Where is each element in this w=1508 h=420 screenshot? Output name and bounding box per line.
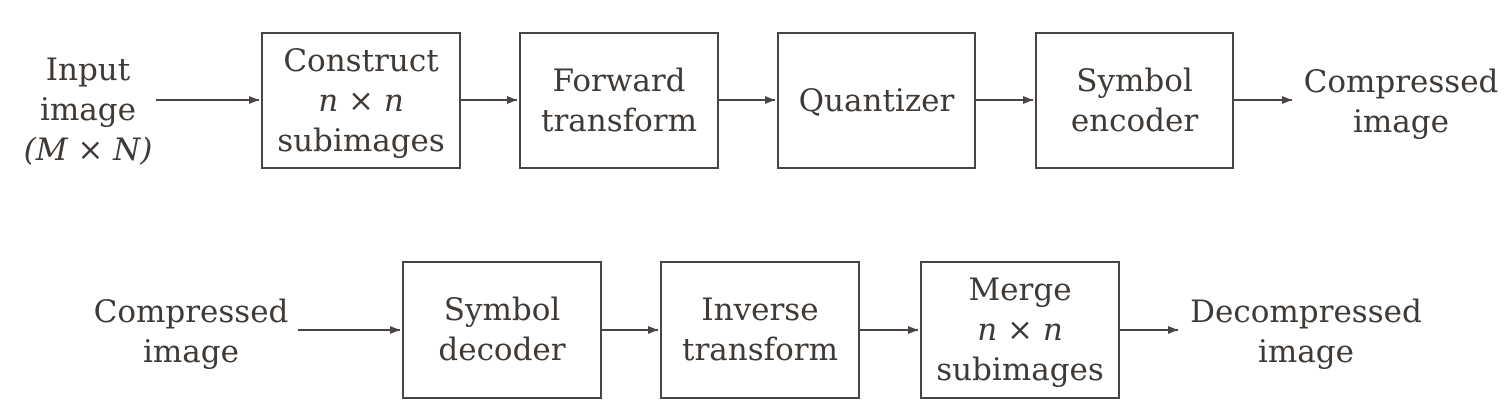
block-line: subimages: [277, 122, 445, 159]
block-line: Forward: [552, 62, 686, 99]
block-line: subimages: [936, 352, 1104, 388]
block-line: transform: [541, 102, 697, 139]
label-line: Compressed: [1303, 64, 1499, 100]
label-line: Decompressed: [1190, 294, 1422, 330]
label-line: image: [143, 334, 239, 370]
symbol-decoder-block: Symbol decoder: [402, 261, 602, 399]
forward-transform-block: Forward transform: [519, 32, 719, 169]
merge-subimages-block: Merge n × n subimages: [920, 261, 1120, 399]
block-line: Symbol: [1076, 62, 1193, 99]
block-line: n × n: [977, 312, 1063, 348]
decoder-input-label: Compressed image: [86, 290, 296, 374]
encoder-output-label: Compressed image: [1296, 60, 1506, 144]
block-line: Inverse: [701, 292, 819, 328]
label-line: Input: [45, 52, 131, 88]
block-line: Symbol: [443, 292, 561, 328]
block-line: transform: [682, 332, 838, 368]
label-line: image: [1353, 104, 1449, 140]
symbol-encoder-block: Symbol encoder: [1035, 32, 1234, 169]
block-line: encoder: [1070, 102, 1199, 139]
label-line: image: [1258, 334, 1354, 370]
block-line: n × n: [318, 82, 404, 119]
block-line: Merge: [968, 272, 1072, 308]
label-line: Compressed: [93, 294, 289, 330]
label-line: image: [40, 92, 136, 128]
construct-subimages-block: Construct n × n subimages: [261, 32, 461, 169]
decoder-output-label: Decompressed image: [1180, 290, 1432, 374]
block-line: Quantizer: [798, 82, 955, 119]
quantizer-block: Quantizer: [777, 32, 976, 169]
block-line: decoder: [438, 332, 566, 368]
inverse-transform-block: Inverse transform: [660, 261, 860, 399]
encoder-input-label: Input image (M × N): [0, 50, 176, 170]
block-line: Construct: [283, 42, 439, 79]
label-line: (M × N): [23, 132, 153, 168]
